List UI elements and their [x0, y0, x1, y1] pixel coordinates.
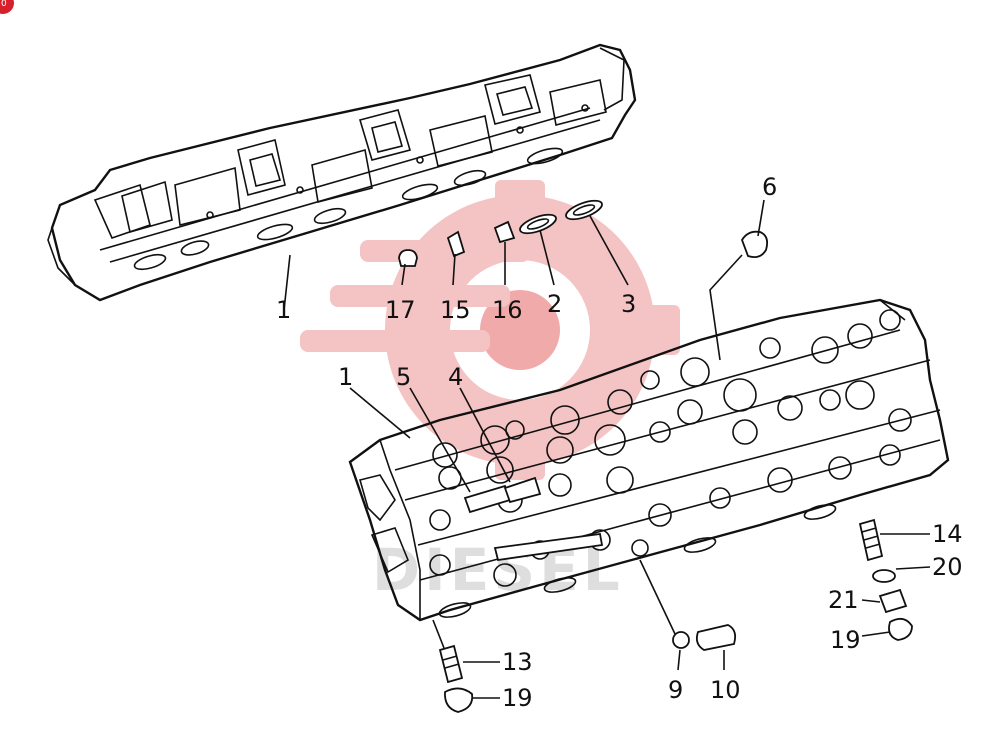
- callout-13: 13: [502, 648, 533, 676]
- part-20: [872, 569, 896, 583]
- callout-3: 3: [621, 290, 636, 318]
- callout-17: 17: [385, 296, 416, 324]
- part-13: [438, 644, 464, 684]
- callout-10: 10: [710, 676, 741, 704]
- callout-19-right: 19: [830, 626, 861, 654]
- part-5: [463, 484, 512, 514]
- callout-21: 21: [828, 586, 859, 614]
- callout-16: 16: [492, 296, 523, 324]
- callout-9: 9: [668, 676, 683, 704]
- callout-14: 14: [932, 520, 963, 548]
- callout-labels: 1 17 15 16 2 3 6 1 5 4 14 20 21 19 13 19…: [276, 173, 963, 712]
- watermark-logo: DIESEL: [300, 180, 680, 604]
- callout-1-upper: 1: [276, 296, 291, 324]
- corner-badge: 0: [0, 0, 14, 14]
- part-6: [741, 230, 769, 259]
- callout-2: 2: [547, 290, 562, 318]
- part-4: [503, 476, 542, 504]
- upper-cylinder-head: [47, 43, 637, 302]
- lower-cylinder-head: [348, 298, 950, 622]
- leader-lines: [283, 199, 931, 699]
- callout-4: 4: [448, 363, 463, 391]
- part-15: [446, 230, 466, 258]
- part-17: [398, 249, 418, 267]
- callout-15: 15: [440, 296, 471, 324]
- callout-5: 5: [396, 363, 411, 391]
- callout-20: 20: [932, 553, 963, 581]
- part-14: [858, 518, 884, 562]
- callout-19-left: 19: [502, 684, 533, 712]
- corner-badge-label: 0: [1, 0, 7, 9]
- part-19-left: [444, 687, 474, 713]
- part-9-10-mount: [493, 532, 604, 562]
- small-parts: [398, 199, 769, 267]
- part-10: [695, 624, 737, 651]
- part-16: [493, 220, 516, 244]
- fasteners: [438, 518, 913, 713]
- part-21: [878, 588, 908, 614]
- part-19-right: [888, 617, 913, 641]
- callout-6: 6: [762, 173, 777, 201]
- callout-1-lower: 1: [338, 363, 353, 391]
- part-9: [672, 631, 690, 649]
